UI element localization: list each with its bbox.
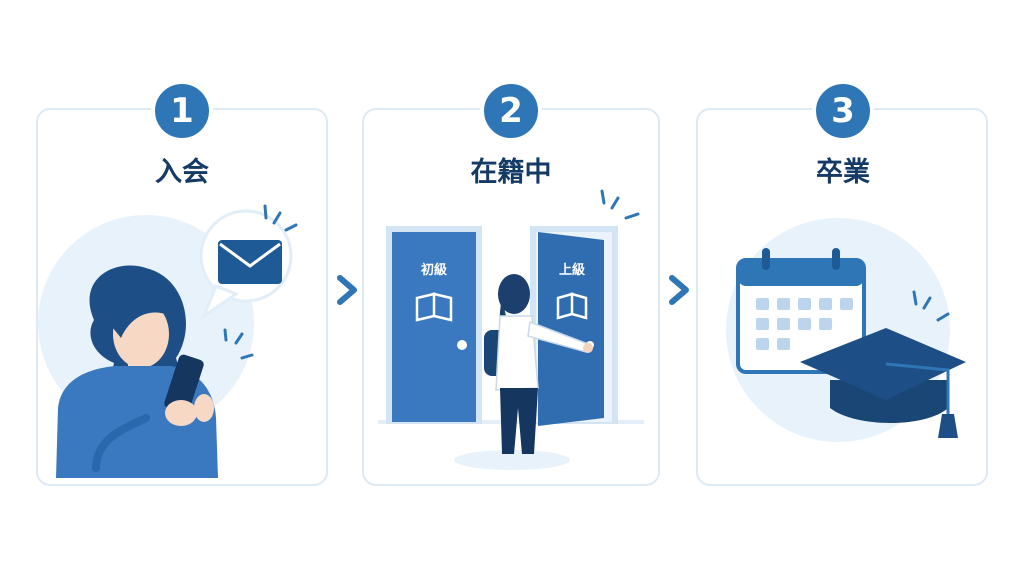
step-3-number-badge: 3	[812, 80, 874, 142]
step-1-title: 入会	[155, 157, 209, 188]
door-beginner	[386, 226, 482, 424]
step-3-title: 卒業	[816, 157, 870, 188]
student-figure	[484, 274, 593, 454]
phone-icon	[164, 354, 204, 414]
step-2-illustration: 初級 上級	[378, 189, 644, 470]
step-2-number-badge: 2	[480, 80, 542, 142]
calendar-icon	[736, 248, 866, 374]
graduation-cap-icon	[800, 290, 966, 438]
chevron-right-icon	[669, 275, 689, 305]
door-advanced	[530, 189, 640, 426]
step-1-number-badge: 1	[151, 80, 213, 142]
woman-with-phone	[56, 265, 254, 478]
door-right-label: 上級	[559, 262, 585, 278]
book-icon	[556, 292, 588, 320]
step-3-illustration	[726, 218, 966, 442]
book-icon	[415, 292, 453, 322]
step-2-title: 在籍中	[470, 157, 552, 188]
chevron-right-icon	[337, 275, 357, 305]
door-left-label: 初級	[421, 262, 447, 278]
message-bubble	[199, 204, 298, 321]
envelope-icon	[218, 240, 282, 284]
step-1-illustration	[38, 204, 298, 478]
